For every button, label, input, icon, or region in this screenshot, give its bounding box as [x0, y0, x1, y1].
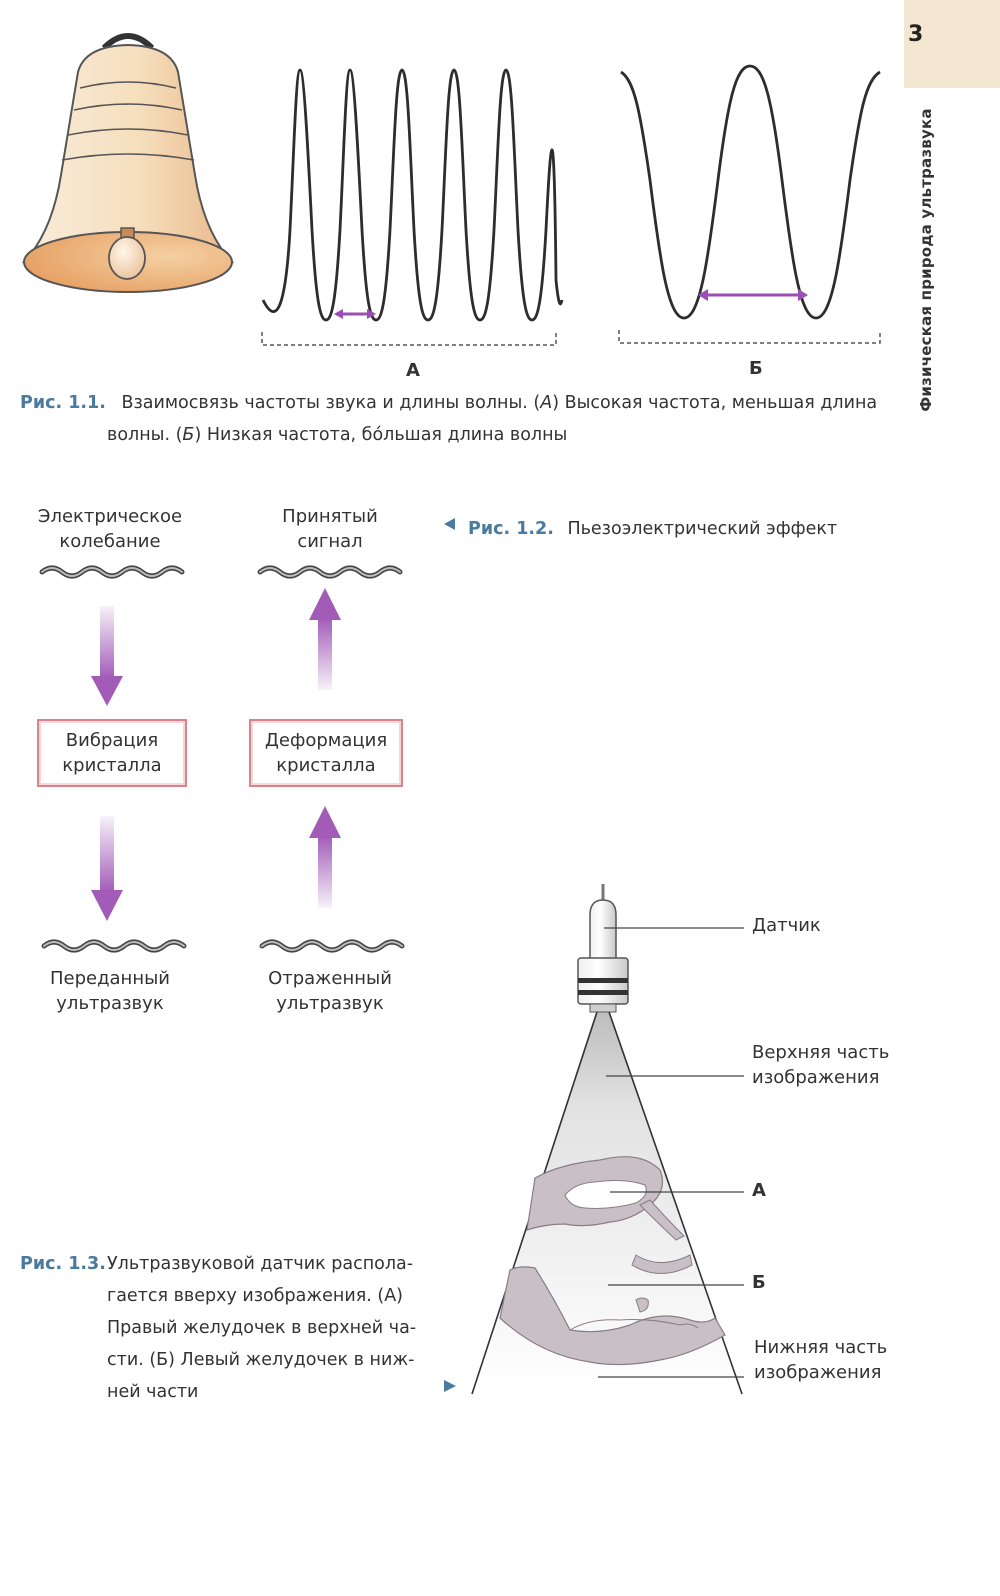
- figure-1-1-label: Рис. 1.1.: [20, 393, 106, 413]
- figure-1-1-caption-line2: волны. (Б) Низкая частота, бо́льшая длин…: [107, 425, 568, 445]
- transducer-icon: [577, 884, 629, 1013]
- arrow-up-1: [309, 588, 341, 690]
- reflected-ultrasound-label: Отраженный ультразвук: [268, 968, 392, 1014]
- figure-1-1-caption: Рис. 1.1. Взаимосвязь частоты звука и дл…: [20, 393, 878, 413]
- panel-b-label: Б: [749, 358, 763, 379]
- electric-oscillation-label: Электрическое колебание: [37, 506, 183, 552]
- received-signal-label: Принятый сигнал: [282, 506, 378, 552]
- electric-oscillation-wave: [39, 565, 185, 579]
- image-top-label: Верхняя часть изображения: [752, 1042, 890, 1088]
- figure-1-3-label-row: Рис. 1.3.: [20, 1248, 106, 1280]
- page-number: 3: [908, 22, 924, 47]
- bell-icon: [21, 33, 235, 293]
- arrow-down-1: [91, 606, 123, 706]
- label-b: Б: [752, 1272, 766, 1293]
- low-frequency-wave: [620, 64, 881, 320]
- label-a: А: [752, 1180, 766, 1201]
- received-signal-wave: [257, 565, 403, 579]
- transmitted-ultrasound-wave: [41, 939, 187, 953]
- figure-1-2-caption: Рис. 1.2. Пьезоэлектрический эффект: [468, 519, 838, 539]
- figure-1-3-label: Рис. 1.3.: [20, 1254, 106, 1274]
- ultrasound-beam: [472, 1012, 742, 1392]
- panel-a-label: А: [406, 360, 420, 381]
- crystal-deformation-box: Деформация кристалла: [249, 719, 403, 787]
- figure-1-2-label: Рис. 1.2.: [468, 519, 554, 539]
- image-bottom-label: Нижняя часть изображения: [754, 1337, 888, 1383]
- septum-shape: [631, 1199, 693, 1274]
- figure-1-3-caption: Ультразвуковой датчик распола- гается вв…: [107, 1254, 417, 1402]
- arrow-down-2: [91, 816, 123, 921]
- right-ventricle-shape: [526, 1156, 663, 1231]
- high-frequency-wave: [261, 68, 564, 322]
- transducer-label: Датчик: [752, 915, 821, 936]
- left-ventricle-shape: [499, 1266, 726, 1366]
- reflected-ultrasound-wave: [259, 939, 405, 953]
- figure-1-1-graphic: [21, 33, 881, 346]
- transmitted-ultrasound-label: Переданный ультразвук: [49, 968, 171, 1014]
- crystal-vibration-box: Вибрация кристалла: [37, 719, 187, 787]
- arrow-up-2: [309, 806, 341, 908]
- chapter-tab: [904, 0, 1000, 88]
